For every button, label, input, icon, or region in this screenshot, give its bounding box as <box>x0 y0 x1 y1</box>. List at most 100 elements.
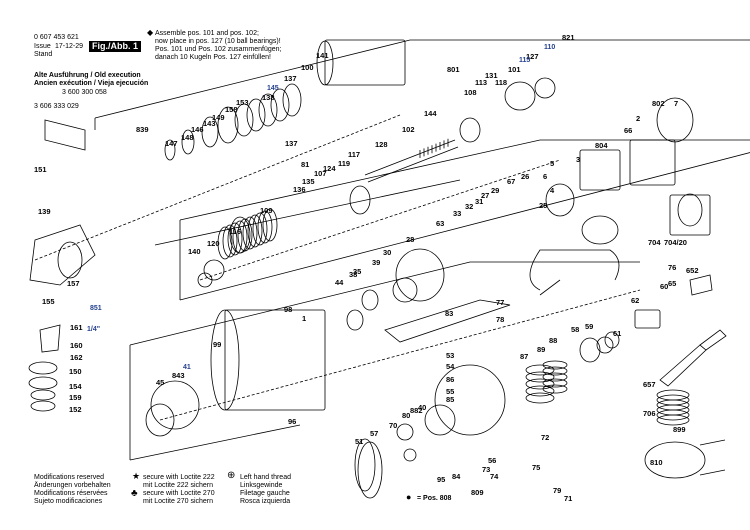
part-label-51: 51 <box>355 437 364 446</box>
part-label-124: 124 <box>323 164 336 173</box>
bearing-ring <box>164 139 176 161</box>
part-label-100: 100 <box>301 63 314 72</box>
assembly-note-1: Assemble pos. 101 and pos. 102; <box>155 30 259 37</box>
gear-35 <box>361 289 379 311</box>
part-label-39: 39 <box>372 258 381 267</box>
part-label-85: 85 <box>446 395 455 404</box>
spring-coil-109 <box>262 208 278 242</box>
part-label-117: 117 <box>348 150 361 159</box>
part-label-6: 6 <box>543 172 548 181</box>
legend-lh-1: Left hand thread <box>240 474 291 481</box>
panel-frame-top <box>94 39 750 119</box>
part-label-116: 116 <box>229 227 242 236</box>
end-plate-6 <box>545 183 575 217</box>
part-label-38: 38 <box>349 270 358 279</box>
part-label-119: 119 <box>338 159 351 168</box>
silencer-pipe <box>699 439 726 446</box>
part-label-136: 136 <box>293 185 306 194</box>
part-label-652: 652 <box>686 266 699 275</box>
part-label-151: 151 <box>34 165 47 174</box>
ring-159 <box>30 389 56 401</box>
ring-116 <box>229 216 251 254</box>
assembly-note-4: danach 10 Kugeln Pos. 127 einfüllen! <box>155 54 271 61</box>
part-label-1_4_: 1/4" <box>87 326 101 333</box>
fitting-62 <box>634 309 661 329</box>
part-label-7: 7 <box>674 99 679 108</box>
assembly-axis-2 <box>199 159 561 281</box>
ring-59 <box>579 337 601 363</box>
part-label-98: 98 <box>284 305 293 314</box>
part-label-706: 706 <box>643 409 656 418</box>
planet-carrier-28 <box>395 248 445 302</box>
spring-88 <box>542 360 568 370</box>
part-label-160: 160 <box>70 341 83 350</box>
part-label-83: 83 <box>445 309 454 318</box>
part-label-118: 118 <box>495 78 508 87</box>
part-label-25: 25 <box>539 201 548 210</box>
legend-pos-808: = Pos. 808 <box>417 495 452 502</box>
part-label-89: 89 <box>537 345 546 354</box>
old-exec-1: Alte Ausführung / Old execution <box>34 72 141 79</box>
bearing-ring <box>234 103 254 137</box>
part-label-139: 139 <box>38 207 51 216</box>
part-label-63: 63 <box>436 219 445 228</box>
bearing-ring <box>181 129 195 155</box>
panel-frame-mid2 <box>154 179 461 246</box>
part-label-162: 162 <box>70 353 83 362</box>
part-label-80: 80 <box>402 411 411 420</box>
rear-cover-51 <box>354 438 376 492</box>
part-label-61: 61 <box>613 329 622 338</box>
part-label-27: 27 <box>481 191 490 200</box>
part-label-157: 157 <box>67 279 80 288</box>
part-label-155: 155 <box>42 297 55 306</box>
angle-head-bore <box>57 241 83 279</box>
cover-704-20 <box>677 193 703 227</box>
spring-87 <box>525 371 555 383</box>
assembly-note-2: now place in pos. 127 (10 ball bearings)… <box>155 38 281 45</box>
bearing-ring <box>246 98 266 132</box>
part-label-128: 128 <box>375 140 388 149</box>
part-label-77: 77 <box>496 298 505 307</box>
part-label-79: 79 <box>553 486 562 495</box>
old-exec-code-2: 3 606 333 029 <box>34 103 79 110</box>
legend-mod-4: Sujeto modificaciones <box>34 498 103 505</box>
screwdriver-handle <box>699 329 727 351</box>
part-label-110: 110 <box>544 44 556 51</box>
part-label-99: 99 <box>213 340 222 349</box>
inlet-652 <box>689 274 713 296</box>
ring-154 <box>28 376 58 390</box>
part-label-140: 140 <box>188 247 201 256</box>
part-label-851: 851 <box>90 305 102 312</box>
part-label-802: 802 <box>652 99 665 108</box>
figure-label: Fig./Abb. 1 <box>89 41 141 52</box>
angle-head-139 <box>29 224 96 286</box>
hanger-hook <box>539 279 561 296</box>
part-label-76: 76 <box>668 263 677 272</box>
throttle-lever-77 <box>384 299 511 343</box>
part-label-5: 5 <box>550 159 555 168</box>
silencer-810 <box>644 441 706 479</box>
spring-88 <box>542 384 568 394</box>
part-label-31: 31 <box>475 197 484 206</box>
spring-coil-109 <box>222 224 238 258</box>
ring-152 <box>30 400 56 412</box>
panel-frame-low <box>129 261 640 346</box>
part-label-821: 821 <box>562 33 575 42</box>
legend-mod-2: Änderungen vorbehalten <box>34 482 111 489</box>
housing-1-face <box>210 309 240 411</box>
part-label-137: 137 <box>285 139 298 148</box>
old-execution-bevel-gear <box>44 119 86 151</box>
pos808-dot-icon: ● <box>406 492 412 502</box>
spring-706 <box>656 409 690 421</box>
part-label-88: 88 <box>549 336 558 345</box>
part-label-704_20: 704/20 <box>664 238 687 247</box>
part-label-62: 62 <box>631 296 640 305</box>
part-label-154: 154 <box>69 382 82 391</box>
part-label-839: 839 <box>136 125 149 134</box>
part-label-120: 120 <box>207 239 220 248</box>
bearing-ring <box>201 116 219 148</box>
part-label-2: 2 <box>636 114 641 123</box>
legend-mod-1: Modifications reserved <box>34 474 105 481</box>
issue-date: 17-12-29 <box>55 43 84 50</box>
